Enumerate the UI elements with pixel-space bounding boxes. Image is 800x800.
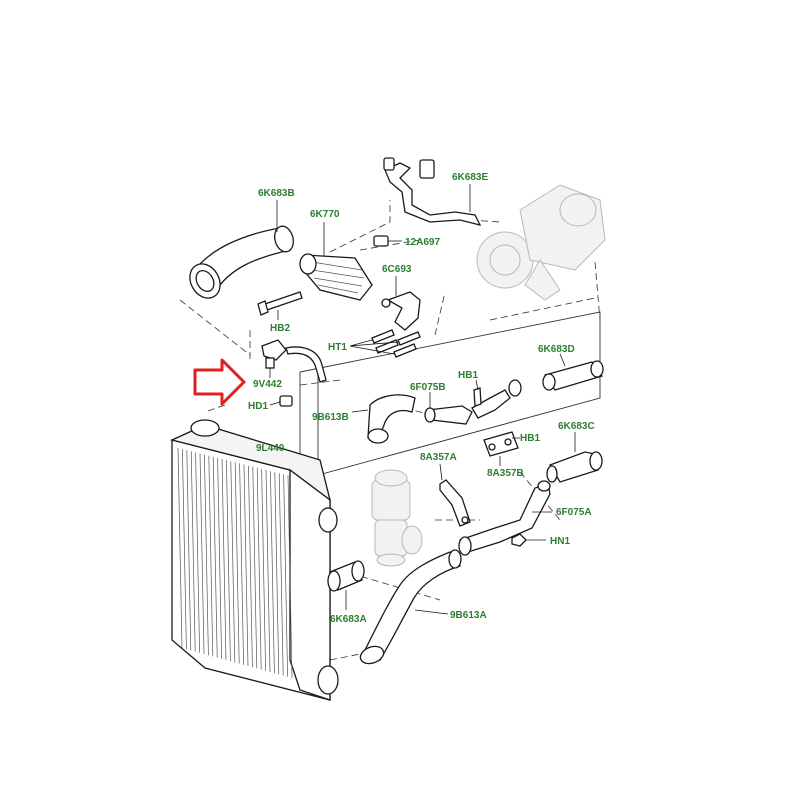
clip-HD1[interactable] (269, 395, 293, 407)
radiator-fin (234, 462, 240, 664)
radiator-fin (182, 449, 187, 650)
label-8A357A[interactable]: 8A357A (420, 452, 457, 463)
hose-9B613A[interactable] (358, 549, 462, 667)
radiator-fin (287, 475, 293, 679)
label-6C693[interactable]: 6C693 (382, 264, 412, 275)
sensor-12A697[interactable] (373, 235, 402, 247)
intake-duct-6K770[interactable] (299, 222, 373, 301)
bracket-8A357A[interactable] (439, 463, 471, 527)
label-9L440[interactable]: 9L440 (256, 443, 285, 454)
label-HN1[interactable]: HN1 (550, 536, 570, 547)
intercooler-9L440[interactable] (170, 419, 339, 701)
hose-9B613B[interactable] (351, 394, 416, 444)
hose-6K683A[interactable] (327, 560, 365, 610)
radiator-fin (256, 467, 262, 670)
sensor-9V442[interactable] (261, 339, 327, 383)
label-6K683C[interactable]: 6K683C (558, 421, 595, 432)
highlight-arrow (193, 358, 246, 406)
radiator-fin (226, 460, 231, 662)
radiator-fin (274, 472, 280, 675)
radiator-fin (230, 461, 236, 663)
label-HT1[interactable]: HT1 (328, 342, 347, 353)
label-HD1[interactable]: HD1 (248, 401, 268, 412)
bolt-HB1-upper[interactable] (473, 379, 482, 407)
label-12A697[interactable]: 12A697 (405, 237, 440, 248)
radiator-fin (243, 464, 249, 667)
hose-6K683B[interactable] (184, 200, 296, 304)
label-8A357B[interactable]: 8A357B (487, 468, 524, 479)
radiator-fin (283, 474, 288, 677)
radiator-fin (278, 473, 284, 676)
nut-HN1[interactable] (511, 533, 546, 547)
radiator-fin (261, 468, 266, 671)
radiator-fin (190, 451, 196, 652)
radiator-fin (186, 450, 192, 651)
egr-valve-ghost (371, 469, 423, 567)
bracket-6C693[interactable] (381, 276, 421, 331)
label-HB1-lower[interactable]: HB1 (520, 433, 540, 444)
bracket-8A357B[interactable] (483, 431, 520, 466)
label-9B613B[interactable]: 9B613B (312, 412, 349, 423)
radiator-fin (248, 465, 253, 668)
hose-6K683C[interactable] (546, 432, 603, 483)
label-6F075B[interactable]: 6F075B (410, 382, 446, 393)
label-6K770[interactable]: 6K770 (310, 209, 340, 220)
radiator-fin (221, 458, 227, 661)
radiator-fin (177, 447, 183, 649)
pipe-6K683E[interactable] (383, 157, 482, 226)
label-6K683A[interactable]: 6K683A (330, 614, 367, 625)
pipe-6F075A[interactable] (458, 480, 552, 556)
part-labels: 6K683B 6K770 6K683E 12A697 6C693 HB2 HT1… (248, 172, 595, 625)
radiator-fin (270, 471, 275, 674)
label-9B613A[interactable]: 9B613A (450, 610, 487, 621)
label-HB1-upper[interactable]: HB1 (458, 370, 478, 381)
radiator-fin (252, 466, 258, 669)
tube-6K683D[interactable] (542, 353, 604, 391)
bolt-HB2[interactable] (257, 291, 303, 320)
turbocharger-ghost (476, 184, 606, 301)
radiator-fin (204, 454, 209, 656)
radiator-fin (208, 455, 214, 657)
radiator-fin (239, 463, 244, 665)
label-HB2[interactable]: HB2 (270, 323, 290, 334)
bolts-HT1[interactable] (349, 329, 421, 358)
label-6F075A[interactable]: 6F075A (556, 507, 592, 518)
radiator-fin (199, 453, 205, 655)
pipe-6F075B[interactable] (424, 379, 522, 425)
radiator-fin (195, 452, 200, 653)
radiator-fin (217, 457, 222, 659)
radiator-fin (212, 456, 218, 658)
label-6K683B[interactable]: 6K683B (258, 188, 295, 199)
label-6K683D[interactable]: 6K683D (538, 344, 575, 355)
radiator-fin (265, 469, 271, 673)
label-9V442[interactable]: 9V442 (253, 379, 282, 390)
label-6K683E[interactable]: 6K683E (452, 172, 488, 183)
